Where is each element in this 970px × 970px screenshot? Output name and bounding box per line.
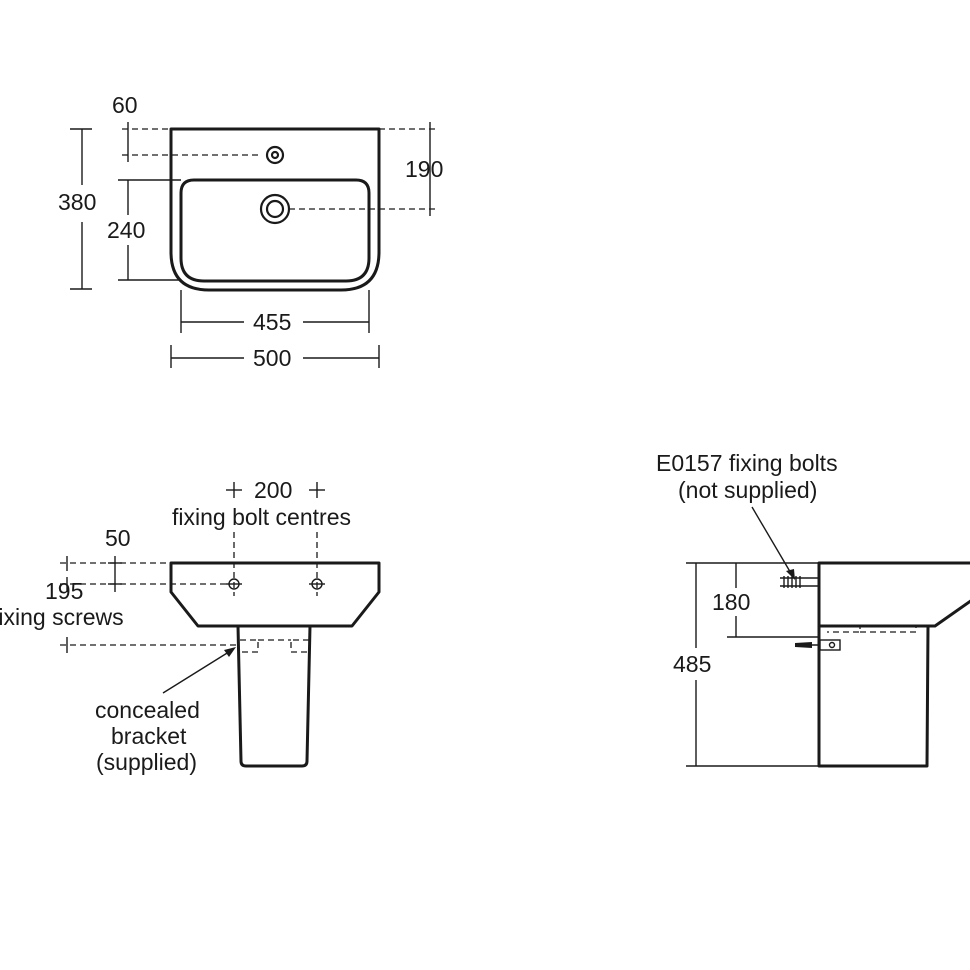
dim-basin-height: 180	[712, 589, 750, 615]
label-bolt-centres: fixing bolt centres	[172, 504, 351, 530]
fixing-bolt-icon	[780, 576, 818, 588]
dim-waste-offset: 190	[405, 156, 443, 182]
dim-bowl-width: 455	[253, 309, 291, 335]
front-view: 200 fixing bolt centres 50 195 fixing sc…	[0, 477, 381, 775]
label-bracket-line1: concealed	[95, 697, 200, 723]
basin-outline-front	[169, 561, 381, 628]
basin-outline-plan	[169, 127, 381, 292]
dim-total-height: 485	[673, 651, 711, 677]
label-bracket-line2: bracket	[111, 723, 187, 749]
tap-hole-inner	[270, 150, 280, 160]
plan-view: 60 380 240 190 455 500	[58, 92, 443, 371]
side-view: E0157 fixing bolts (not supplied) 180	[656, 450, 970, 768]
basin-outline-side	[817, 561, 970, 628]
dim-width-total: 500	[253, 345, 291, 371]
waste-hole	[259, 193, 291, 225]
label-fixing-screws: fixing screws	[0, 604, 124, 630]
tap-hole	[265, 145, 285, 165]
dim-depth-total: 380	[58, 189, 96, 215]
label-bolts-line1: E0157 fixing bolts	[656, 450, 838, 476]
dim-bowl-depth: 240	[107, 217, 145, 243]
dim-tap-offset: 60	[112, 92, 138, 118]
dim-screw-height: 195	[45, 578, 83, 604]
dim-bolt-centres: 200	[254, 477, 292, 503]
label-bracket-line3: (supplied)	[96, 749, 197, 775]
dim-bolt-height: 50	[105, 525, 131, 551]
label-bolts-line2: (not supplied)	[678, 477, 817, 503]
pedestal-front	[236, 624, 312, 768]
pedestal-side	[817, 624, 930, 768]
waste-hole-inner	[265, 199, 285, 219]
bowl-outline	[179, 178, 371, 283]
